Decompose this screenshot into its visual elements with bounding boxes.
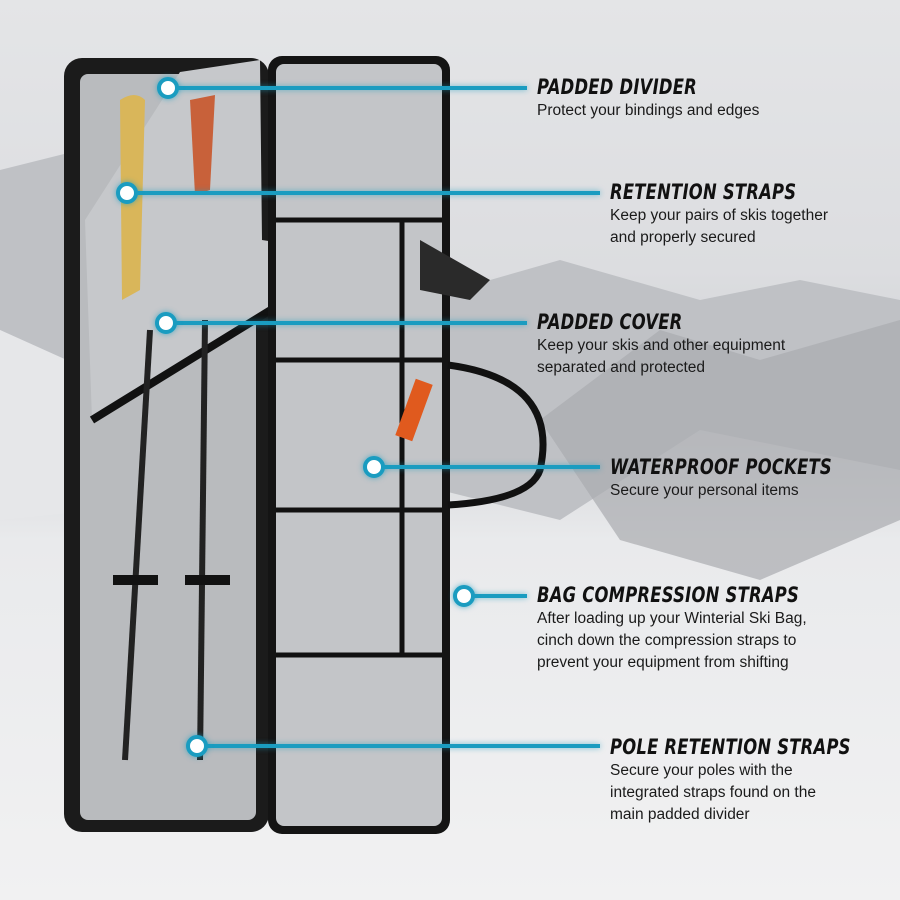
callout-text: Keep your skis and other equipment	[537, 337, 786, 354]
padded-divider-marker	[157, 77, 179, 99]
callout-text: Protect your bindings and edges	[537, 102, 760, 119]
callout-title: BAG COMPRESSION STRAPS	[537, 583, 800, 607]
callout-text: After loading up your Winterial Ski Bag,	[537, 610, 807, 627]
ski-bag-cover	[268, 56, 547, 834]
callout-text: Keep your pairs of skis together	[610, 207, 828, 224]
callout-text: cinch down the compression straps to	[537, 632, 797, 649]
callout-title: WATERPROOF POCKETS	[610, 455, 832, 479]
callout-pole-retention-straps: POLE RETENTION STRAPS Secure your poles …	[610, 734, 900, 826]
callout-text: Secure your personal items	[610, 482, 799, 499]
callout-title: PADDED DIVIDER	[537, 75, 698, 99]
callout-text: main padded divider	[610, 806, 750, 823]
callout-padded-divider: PADDED DIVIDER Protect your bindings and…	[537, 74, 759, 122]
ski-poles	[113, 319, 230, 761]
callout-text: Secure your poles with the	[610, 762, 793, 779]
callout-retention-straps: RETENTION STRAPS Keep your pairs of skis…	[610, 179, 849, 249]
padded-cover-marker	[155, 312, 177, 334]
callout-bag-compression-straps: BAG COMPRESSION STRAPS After loading up …	[537, 582, 873, 674]
pole-retention-straps-marker	[186, 735, 208, 757]
callout-title: PADDED COVER	[537, 310, 683, 334]
callout-text: separated and protected	[537, 359, 706, 376]
retention-straps-marker	[116, 182, 138, 204]
callout-title: RETENTION STRAPS	[610, 180, 797, 204]
callout-text: prevent your equipment from shifting	[537, 654, 789, 671]
callout-text: integrated straps found on the	[610, 784, 816, 801]
callout-waterproof-pockets: WATERPROOF POCKETS Secure your personal …	[610, 454, 895, 502]
callout-padded-cover: PADDED COVER Keep your skis and other eq…	[537, 309, 785, 379]
compression-straps-marker	[453, 585, 475, 607]
waterproof-pockets-marker	[363, 456, 385, 478]
callout-title: POLE RETENTION STRAPS	[610, 735, 851, 759]
callout-text: and properly secured	[610, 229, 756, 246]
